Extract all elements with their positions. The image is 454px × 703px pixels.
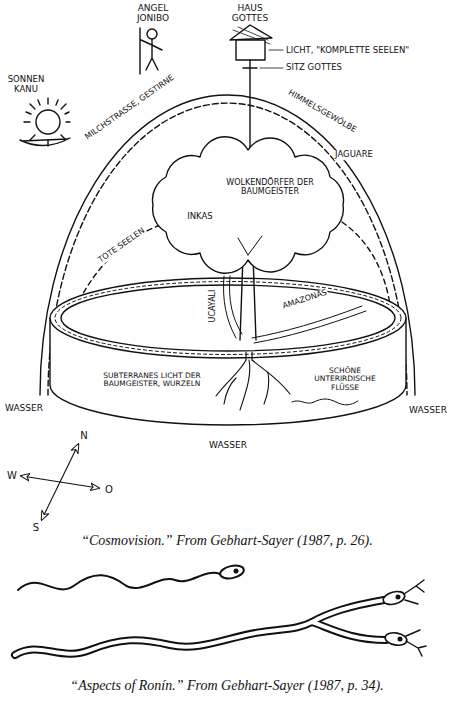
compass-rose [22, 445, 98, 519]
water-label: WASSER [408, 405, 448, 415]
region-label: WOLKENDÖRFER DER BAUMGEISTER [224, 179, 316, 197]
compass-letter: N [79, 430, 88, 441]
ronin-snake-small [18, 564, 245, 590]
ronin-snake-large [15, 580, 426, 656]
water-label: WASSER [208, 440, 248, 450]
sun-canoe [20, 98, 70, 146]
roots [216, 352, 290, 410]
callout-label: SITZ GOTTES [285, 63, 343, 73]
region-label: SCHÖNE UNTERIRDISCHE FLÜSSE [299, 367, 391, 392]
region-label: JAGUARE [334, 150, 374, 160]
region-label: SUBTERRANES LICHT DER BAUMGEISTER, WURZE… [96, 372, 208, 389]
water-label: WASSER [4, 403, 44, 413]
region-label: INKAS [186, 212, 214, 222]
path-label: TOTE SEELEN [96, 226, 147, 266]
figure-label: SONNEN KANU [3, 75, 49, 94]
compass-letter: S [32, 522, 40, 533]
house-of-god [230, 25, 283, 152]
compass-letter: O [104, 484, 114, 495]
angel-figure [140, 28, 162, 74]
figure-label: HAUS GOTTES [227, 3, 273, 23]
figure-caption: “Cosmovision.” From Gebhart-Sayer (1987,… [80, 533, 374, 549]
figure-caption: “Aspects of Ronín.” From Gebhart-Sayer (… [69, 678, 384, 694]
world-tree [152, 137, 343, 340]
arc-label: MILCHSTRASSE, GESTIRNE [83, 73, 177, 143]
earth-disc [50, 278, 406, 425]
compass-letter: W [6, 470, 18, 481]
river-label: UCAYALI [209, 289, 218, 324]
river-label: AMAZONAS [281, 288, 330, 311]
callout-label: LICHT, "KOMPLETTE SEELEN" [285, 46, 410, 56]
arc-label: HIMMELSGEWÖLBE [285, 88, 358, 135]
rivers [224, 276, 367, 343]
underground-rivers [292, 399, 358, 405]
figure-label: ANGEL JONIBO [129, 3, 177, 23]
